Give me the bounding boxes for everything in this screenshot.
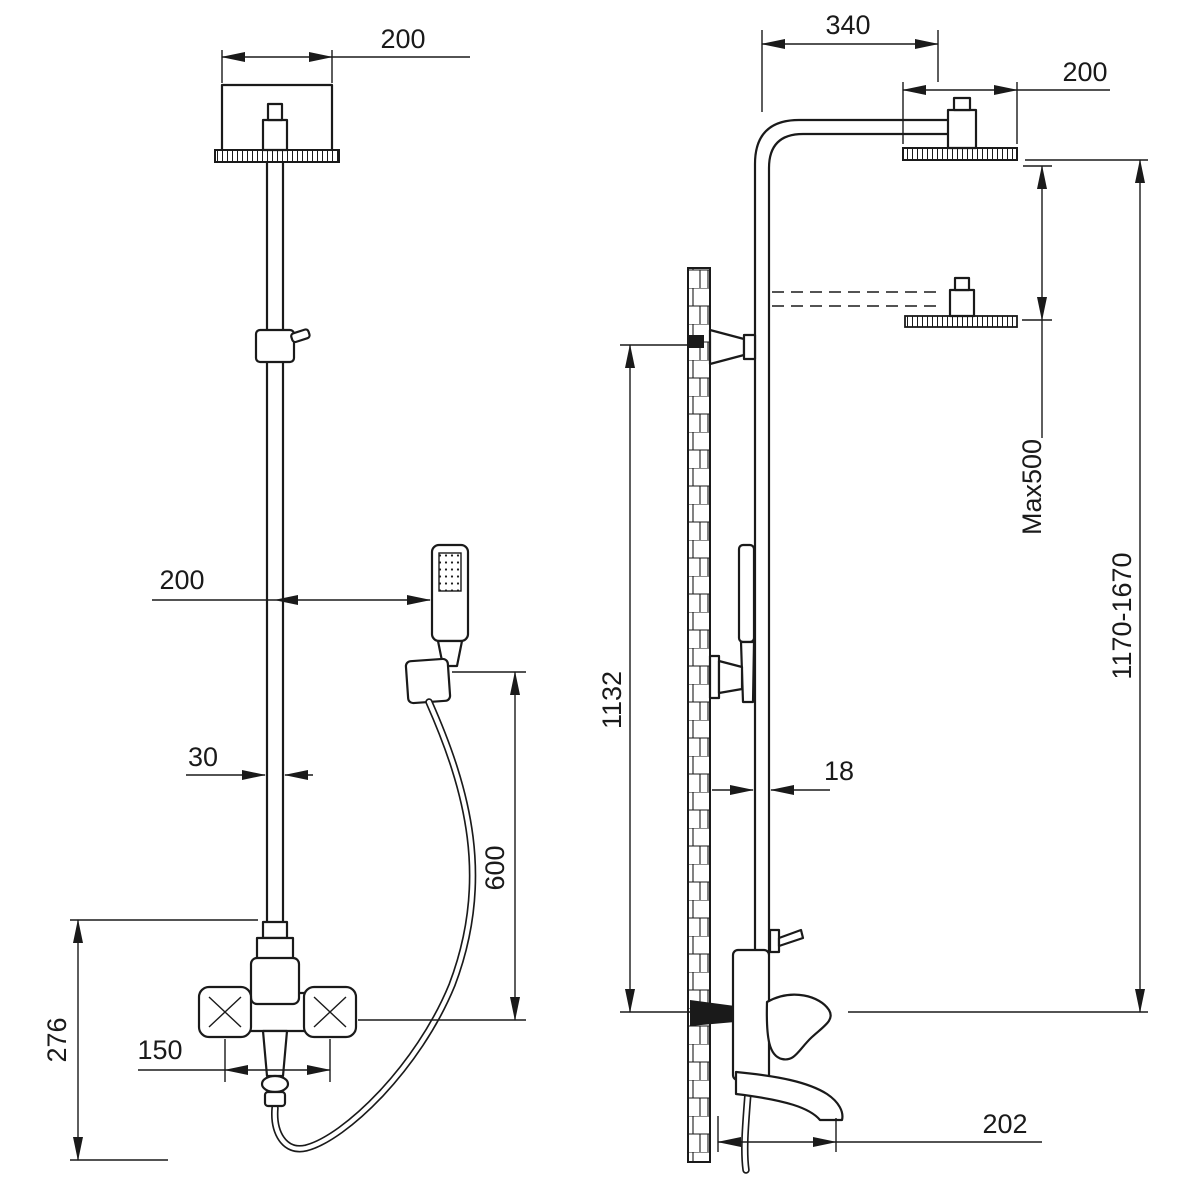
dim-side-arm-reach: 340 — [761, 10, 939, 112]
front-rain-head — [214, 83, 340, 163]
diverter-stem — [768, 928, 781, 954]
spout-opening-front — [260, 1074, 290, 1094]
dim-label: 200 — [159, 565, 204, 595]
hand-shower-edge — [737, 543, 756, 644]
rain-head-mount-side — [946, 108, 978, 150]
holder-wall-plate — [708, 654, 721, 700]
rain-head-mount-step — [266, 102, 284, 122]
mixer-neck — [261, 920, 289, 940]
wall-section — [687, 267, 711, 1163]
dim-label: 200 — [380, 24, 425, 54]
mixer-body-side — [731, 948, 771, 1082]
rain-head-slab-side — [902, 147, 1018, 161]
dim-front-pipe-width: 30 — [186, 742, 313, 780]
hand-shower-side — [708, 543, 756, 704]
handle-right-cross — [313, 996, 347, 1028]
dim-label: 150 — [137, 1035, 182, 1065]
dim-front-mixer-height: 276 — [42, 919, 258, 1161]
extension-lines — [221, 50, 333, 83]
extension-lines — [717, 1116, 837, 1152]
mixer-lever-handle — [765, 993, 832, 1061]
mixer-wall-anchor — [690, 1000, 735, 1026]
extension-lines — [1022, 165, 1052, 321]
holder-horn — [717, 659, 744, 695]
dim-label: 340 — [825, 10, 870, 40]
dim-front-head-width: 200 — [221, 24, 470, 83]
mixer-handle-left — [197, 985, 253, 1039]
front-view: 200 200 30 600 150 — [42, 24, 526, 1161]
rain-head-cover-outline — [220, 83, 334, 152]
dim-front-hand-shower-offset: 200 — [152, 565, 431, 605]
riser-pipe-side — [753, 118, 952, 957]
dim-front-hose-drop: 600 — [358, 671, 526, 1021]
side-rain-head-upper — [902, 96, 1018, 161]
rain-head-mount-cap — [952, 96, 972, 112]
bracket-clamp — [742, 333, 757, 361]
side-rain-head-lowered — [772, 276, 1018, 328]
dim-label: 1170-1670 — [1107, 552, 1137, 679]
handle-left-cross — [208, 996, 242, 1028]
spout-front — [261, 1029, 289, 1078]
extension-lines — [70, 919, 258, 1161]
dim-side-wall-clearance: 18 — [712, 756, 854, 795]
mixer-center-block — [249, 956, 301, 1006]
lowered-mount — [948, 288, 976, 318]
mixer-neck-collar — [255, 936, 295, 962]
tub-spout-side — [734, 1070, 844, 1122]
diverter-lever — [777, 928, 805, 948]
bracket-anchor — [688, 335, 704, 348]
mixer-side — [690, 928, 844, 1122]
lowered-arm-dashed — [772, 291, 938, 307]
extension-lines — [761, 30, 939, 112]
mixer-handle-right — [302, 985, 358, 1039]
dim-label: 600 — [480, 845, 510, 890]
dim-label: 18 — [824, 756, 854, 786]
dim-side-head-depth: 200 — [902, 57, 1110, 144]
dim-label: 1132 — [597, 671, 627, 729]
dim-front-handle-spacing: 150 — [137, 1035, 331, 1082]
hose-inner — [272, 699, 475, 1151]
hose-outline — [271, 698, 477, 1153]
shower-hose-front — [271, 698, 477, 1153]
hand-shower-spray-face — [438, 552, 462, 592]
dim-side-column-height: 1132 — [597, 344, 700, 1013]
dim-side-spout-reach: 202 — [717, 1109, 1042, 1152]
lowered-mount-cap — [953, 276, 971, 292]
slider-handle — [290, 328, 311, 344]
hand-shower-front — [404, 543, 470, 705]
hand-shower-holder — [404, 657, 452, 705]
dim-label: 30 — [188, 742, 218, 772]
hose-fitting-nut — [263, 1090, 287, 1108]
mixer-front — [197, 920, 358, 1108]
bracket-cone — [708, 328, 746, 366]
slider-body — [254, 328, 296, 364]
side-view: 340 200 Max500 1170-1670 1132 — [597, 10, 1148, 1174]
extension-lines — [848, 159, 1148, 1013]
dim-side-overall-height: 1170-1670 — [848, 159, 1148, 1013]
dim-label: Max500 — [1017, 439, 1047, 535]
dim-label: 276 — [42, 1017, 72, 1062]
riser-pipe-front — [265, 160, 285, 924]
pipe-slider — [254, 328, 311, 364]
rain-head-mount — [261, 118, 289, 152]
dim-label: 200 — [1062, 57, 1107, 87]
dim-label: 202 — [982, 1109, 1027, 1139]
rain-head-spray-face — [214, 149, 340, 163]
dim-side-height-adjustment: Max500 — [1017, 165, 1052, 535]
lowered-head-slab — [904, 315, 1018, 328]
